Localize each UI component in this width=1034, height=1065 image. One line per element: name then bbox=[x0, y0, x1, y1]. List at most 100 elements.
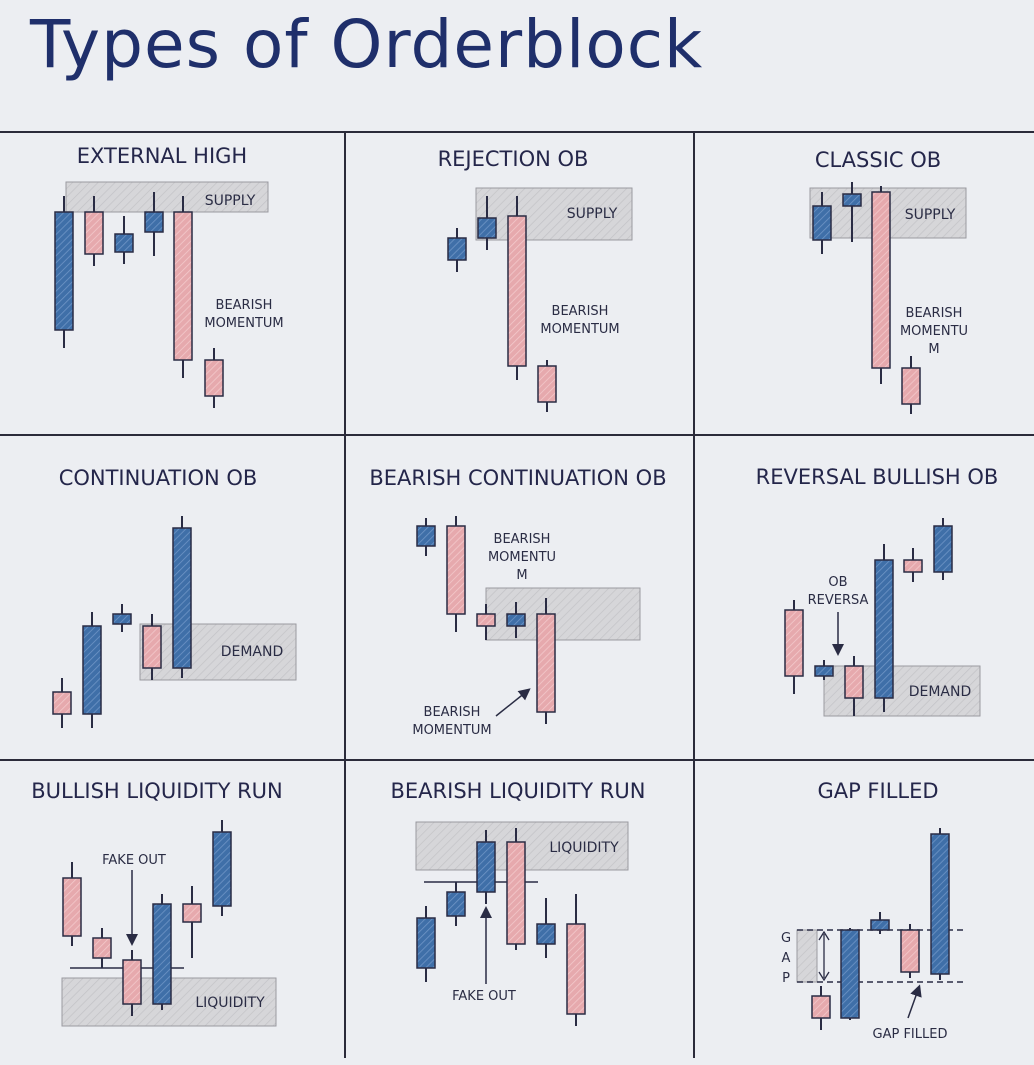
bearish-candle bbox=[92, 937, 112, 959]
bearish-candle bbox=[901, 367, 921, 405]
bullish-candle bbox=[212, 831, 232, 907]
zone-label: SUPPLY bbox=[905, 207, 956, 223]
annotation: M bbox=[928, 342, 939, 357]
bullish-candle bbox=[476, 841, 496, 893]
annotation: MOMENTUM bbox=[204, 316, 283, 331]
panel-title: REVERSAL BULLISH OB bbox=[756, 465, 999, 489]
bullish-candle bbox=[416, 525, 436, 547]
bearish-candle bbox=[811, 995, 831, 1019]
annotation: REVERSA bbox=[808, 593, 869, 608]
gap-letter: G bbox=[781, 931, 791, 946]
annotation: MOMENTUM bbox=[412, 723, 491, 738]
annotation: M bbox=[516, 568, 527, 583]
bullish-candle bbox=[812, 205, 832, 241]
bullish-candle bbox=[840, 929, 860, 1019]
bullish-candle bbox=[870, 919, 890, 931]
annotation: BEARISH bbox=[552, 304, 609, 319]
panel-title: EXTERNAL HIGH bbox=[77, 144, 247, 168]
annotation: FAKE OUT bbox=[102, 853, 166, 868]
gap-letter: P bbox=[782, 971, 790, 986]
bullish-candle bbox=[112, 613, 132, 625]
supply-zone bbox=[65, 181, 269, 213]
annotation: BEARISH bbox=[216, 298, 273, 313]
panel-classic-ob: CLASSIC OB SUPPLY BEARISH MOMENTU M bbox=[809, 148, 968, 414]
panel-title: GAP FILLED bbox=[817, 779, 938, 803]
bullish-candle bbox=[536, 923, 556, 945]
bullish-candle bbox=[930, 833, 950, 975]
panel-title: BULLISH LIQUIDITY RUN bbox=[31, 779, 283, 803]
bullish-candle bbox=[933, 525, 953, 573]
bearish-candle bbox=[182, 903, 202, 923]
annotation: OB bbox=[828, 575, 847, 590]
bearish-candle bbox=[903, 559, 923, 573]
panel-title: CLASSIC OB bbox=[815, 148, 941, 172]
bearish-candle bbox=[62, 877, 82, 937]
panel-title: BEARISH LIQUIDITY RUN bbox=[391, 779, 646, 803]
annotation: BEARISH bbox=[494, 532, 551, 547]
bullish-candle bbox=[446, 891, 466, 917]
annotation: MOMENTU bbox=[900, 324, 968, 339]
panel-reversal-bullish-ob: REVERSAL BULLISH OB DEMAND OB REVERSA bbox=[756, 465, 999, 717]
bearish-candle bbox=[536, 613, 556, 713]
demand-zone bbox=[139, 623, 297, 681]
bullish-candle bbox=[114, 233, 134, 253]
bearish-candle bbox=[204, 359, 224, 397]
bullish-candle bbox=[447, 237, 467, 261]
bullish-candle bbox=[152, 903, 172, 1005]
panel-gap-filled: GAP FILLED G A P GAP FILLED bbox=[781, 779, 966, 1042]
zone-label: LIQUIDITY bbox=[549, 840, 619, 856]
annotation: MOMENTUM bbox=[540, 322, 619, 337]
gap-zone bbox=[796, 929, 818, 983]
arrow-icon bbox=[495, 688, 531, 717]
bullish-candle bbox=[842, 193, 862, 207]
annotation: BEARISH bbox=[424, 705, 481, 720]
bullish-candle bbox=[82, 625, 102, 715]
bearish-candle bbox=[566, 923, 586, 1015]
bearish-candle bbox=[476, 613, 496, 627]
zone-label: SUPPLY bbox=[205, 193, 256, 209]
zone-label: DEMAND bbox=[221, 644, 284, 660]
gap-letter: A bbox=[782, 951, 791, 966]
bearish-candle bbox=[506, 841, 526, 945]
annotation: MOMENTU bbox=[488, 550, 556, 565]
annotation: BEARISH bbox=[906, 306, 963, 321]
panel-title: BEARISH CONTINUATION OB bbox=[369, 466, 666, 490]
bearish-candle bbox=[900, 929, 920, 973]
bullish-candle bbox=[506, 613, 526, 627]
bearish-candle bbox=[871, 191, 891, 369]
bearish-candle bbox=[122, 959, 142, 1005]
bearish-candle bbox=[507, 215, 527, 367]
zone-label: LIQUIDITY bbox=[195, 995, 265, 1011]
arrow-icon bbox=[907, 984, 922, 1019]
bullish-candle bbox=[416, 917, 436, 969]
panel-bullish-liquidity-run: BULLISH LIQUIDITY RUN LIQUIDITY FAKE OUT bbox=[31, 779, 283, 1027]
panel-bearish-liquidity-run: BEARISH LIQUIDITY RUN LIQUIDITY FAKE OUT bbox=[391, 779, 646, 1026]
panel-rejection-ob: REJECTION OB SUPPLY BEARISH MOMENTUM bbox=[438, 147, 633, 412]
annotation: FAKE OUT bbox=[452, 989, 516, 1004]
supply-zone bbox=[475, 187, 633, 241]
bullish-candle bbox=[54, 211, 74, 331]
bullish-candle bbox=[814, 665, 834, 677]
annotation: GAP FILLED bbox=[873, 1027, 948, 1042]
bearish-candle bbox=[52, 691, 72, 715]
panel-title: CONTINUATION OB bbox=[59, 466, 258, 490]
zone-label: SUPPLY bbox=[567, 206, 618, 222]
grid-lines bbox=[0, 131, 1034, 1058]
bullish-candle bbox=[172, 527, 192, 669]
bullish-candle bbox=[477, 217, 497, 239]
bearish-candle bbox=[537, 365, 557, 403]
panel-title: REJECTION OB bbox=[438, 147, 589, 171]
bullish-candle bbox=[144, 211, 164, 233]
panel-continuation-ob: CONTINUATION OB DEMAND bbox=[52, 466, 297, 728]
zone-label: DEMAND bbox=[909, 684, 972, 700]
bearish-candle bbox=[844, 665, 864, 699]
bearish-candle bbox=[784, 609, 804, 677]
bullish-candle bbox=[874, 559, 894, 699]
bearish-candle bbox=[84, 211, 104, 255]
bearish-candle bbox=[173, 211, 193, 361]
page-title: Types of Orderblock bbox=[30, 6, 704, 83]
bearish-candle bbox=[142, 625, 162, 669]
bearish-candle bbox=[446, 525, 466, 615]
panel-bearish-continuation-ob: BEARISH CONTINUATION OB BEARISH MOMENTU … bbox=[369, 466, 666, 738]
